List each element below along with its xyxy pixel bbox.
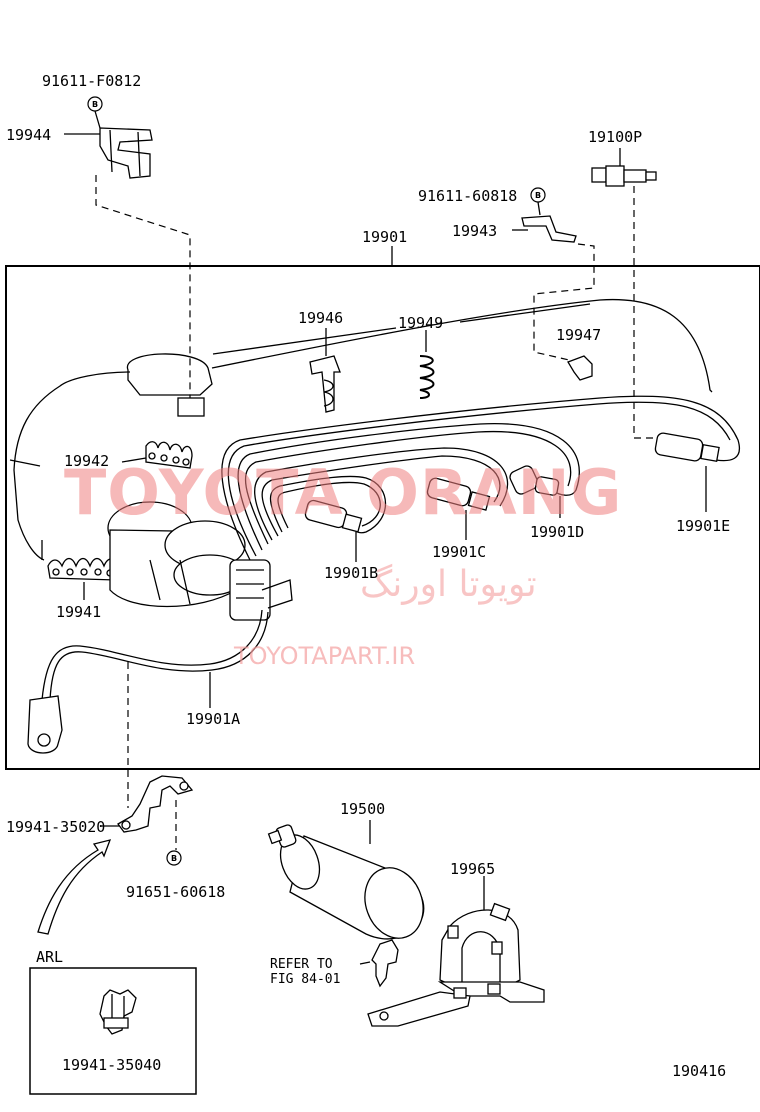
plug-boot-19901A — [27, 672, 211, 754]
distributor — [107, 501, 293, 621]
clip-19946 — [309, 328, 341, 413]
label-19901C: 19901C — [432, 543, 486, 561]
label-19901B: 19901B — [324, 564, 378, 582]
separator-19941 — [47, 557, 119, 581]
ignition-coil-19500 — [267, 820, 425, 940]
label-91651-60618: 91651-60618 — [126, 883, 225, 901]
label-19943: 19943 — [452, 222, 497, 240]
svg-text:B: B — [171, 854, 177, 863]
label-19941: 19941 — [56, 603, 101, 621]
coil-bracket-19965 — [367, 876, 545, 1027]
label-19947: 19947 — [556, 326, 601, 344]
spark-plug-19100P — [591, 148, 657, 187]
label-19901: 19901 — [362, 228, 407, 246]
label-19944: 19944 — [6, 126, 51, 144]
label-19901E: 19901E — [676, 517, 730, 535]
label-19500: 19500 — [340, 800, 385, 818]
watermark-persian: تویوتا اورنگ — [360, 563, 537, 605]
clip-19947 — [567, 355, 593, 381]
watermark-url: TOYOTAPART.IR — [233, 642, 415, 670]
label-91611-60818: 91611-60818 — [418, 187, 517, 205]
clamp-19944: B — [87, 96, 153, 179]
terminal-fitting — [359, 939, 399, 988]
assembly-frame — [5, 265, 760, 770]
plug-boot-19901C — [426, 477, 491, 540]
label-19901D: 19901D — [530, 523, 584, 541]
watermark-brand: TOYOTA ORANG — [64, 456, 622, 529]
label-19946: 19946 — [298, 309, 343, 327]
svg-text:B: B — [92, 100, 98, 109]
bracket-19943: B — [521, 187, 577, 243]
label-19965: 19965 — [450, 860, 495, 878]
separator-19942 — [145, 441, 193, 469]
figure-number: 190416 — [672, 1062, 726, 1080]
label-arl: ARL — [36, 948, 63, 966]
ignition-cable-set — [41, 395, 741, 701]
label-19949: 19949 — [398, 314, 443, 332]
bracket-19941-35020: B — [117, 775, 194, 866]
label-fig-84-01: FIG 84-01 — [270, 972, 340, 987]
plug-boot-19901B — [304, 499, 363, 562]
arl-box — [29, 967, 197, 1095]
plug-boot-19901D — [509, 465, 561, 518]
plug-boot-19901E — [654, 432, 720, 512]
arl-arrow — [37, 839, 112, 935]
engine-cover-outline — [9, 298, 713, 561]
label-91611-F0812: 91611-F0812 — [42, 72, 141, 90]
label-19942: 19942 — [64, 452, 109, 470]
label-19100P: 19100P — [588, 128, 642, 146]
clip-19949 — [419, 330, 435, 399]
label-19901A: 19901A — [186, 710, 240, 728]
svg-text:B: B — [535, 191, 541, 200]
label-refer-to: REFER TO — [270, 957, 333, 972]
label-19941-35040: 19941-35040 — [62, 1056, 161, 1074]
label-19941-35020: 19941-35020 — [6, 818, 105, 836]
